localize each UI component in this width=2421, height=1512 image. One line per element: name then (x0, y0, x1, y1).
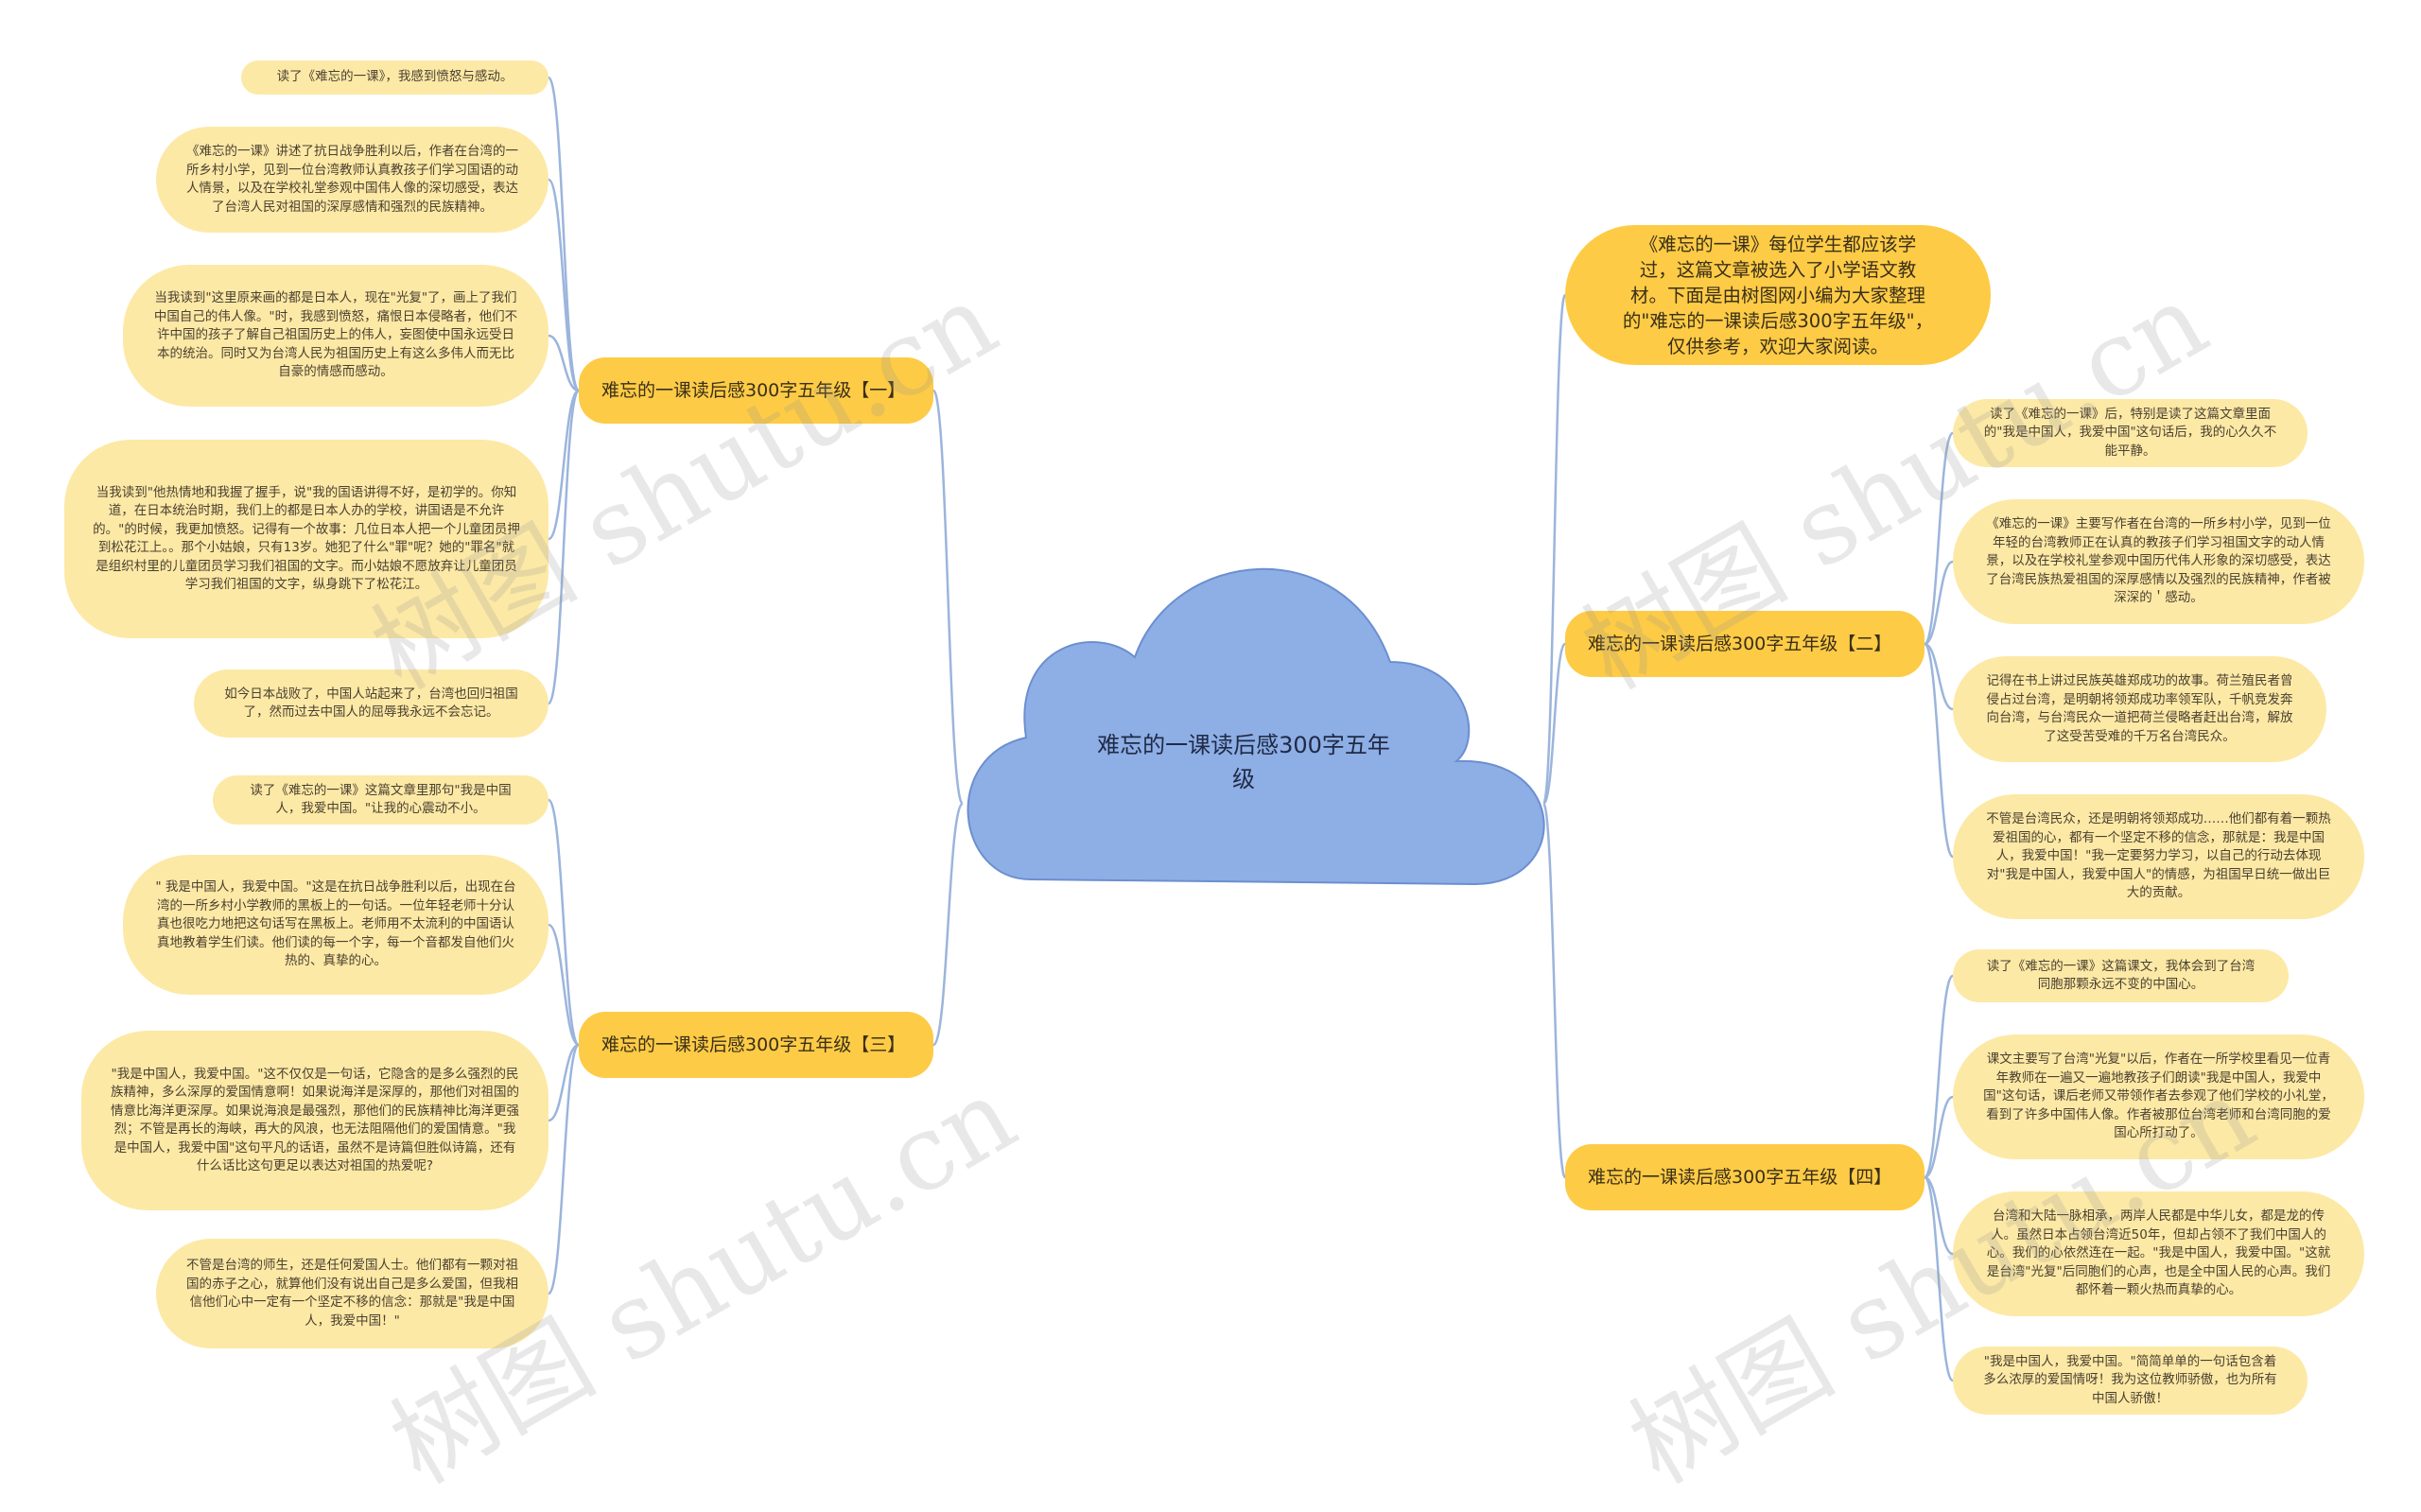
connector-lines (547, 76, 1955, 1382)
center-topic[interactable]: 难忘的一课读后感300字五年级 (1097, 732, 1390, 792)
link-b3-leaf-2 (548, 923, 580, 1047)
link-b1-leaf-3 (548, 334, 580, 392)
branch-node-2[interactable]: 难忘的一课读后感300字五年级【二】 (1565, 611, 1925, 677)
intro-node[interactable]: 《难忘的一课》每位学生都应该学过，这篇文章被选入了小学语文教材。下面是由树图网小… (1565, 225, 1991, 365)
link-b4-leaf-4 (1923, 1175, 1955, 1382)
link-branch-node-4 (1541, 802, 1567, 1179)
b1-leaf-4[interactable]: 当我读到"他热情地和我握了握手，说"我的国语讲得不好，是初学的。你知道，在日本统… (64, 440, 549, 638)
b4-leaf-1[interactable]: 读了《难忘的一课》这篇课文，我体会到了台湾同胞那颗永远不变的中国心。 (1953, 949, 2289, 1002)
b4-leaf-3[interactable]: 台湾和大陆一脉相承，两岸人民都是中华儿女，都是龙的传人。虽然日本占领台湾近50年… (1953, 1191, 2364, 1316)
link-b1-leaf-4 (548, 389, 580, 541)
link-b4-leaf-3 (1924, 1175, 1954, 1256)
b1-leaf-1[interactable]: 读了《难忘的一课》，我感到愤怒与感动。 (241, 61, 549, 95)
link-b3-leaf-1 (547, 798, 581, 1047)
b3-leaf-3[interactable]: "我是中国人，我爱中国。"这不仅仅是一句话，它隐含的是多么强烈的民族精神，多么深… (81, 1031, 549, 1210)
link-b2-leaf-1 (1923, 431, 1955, 646)
b3-leaf-2[interactable]: " 我是中国人，我爱中国。"这是在抗日战争胜利以后，出现在台湾的一所乡村小学教师… (123, 855, 549, 995)
b2-leaf-2[interactable]: 《难忘的一课》主要写作者在台湾的一所乡村小学，见到一位年轻的台湾教师正在认真的教… (1953, 499, 2364, 624)
branch-node-3[interactable]: 难忘的一课读后感300字五年级【三】 (579, 1012, 933, 1078)
b3-leaf-4[interactable]: 不管是台湾的师生，还是任何爱国人士。他们都有一颗对祖国的赤子之心，就算他们没有说… (156, 1239, 549, 1348)
b4-leaf-4[interactable]: "我是中国人，我爱中国。"简简单单的一句话包含着多么浓厚的爱国情呀！我为这位教师… (1953, 1347, 2308, 1415)
b1-leaf-5[interactable]: 如今日本战败了，中国人站起来了，台湾也回归祖国了，然而过去中国人的屈辱我永远不会… (194, 669, 549, 738)
b2-leaf-1[interactable]: 读了《难忘的一课》后，特别是读了这篇文章里面的"我是中国人，我爱中国"这句话后，… (1953, 399, 2308, 467)
link-b4-leaf-1 (1923, 974, 1955, 1179)
branch-node-1[interactable]: 难忘的一课读后感300字五年级【一】 (579, 357, 933, 424)
link-b2-leaf-4 (1923, 642, 1955, 859)
b3-leaf-1[interactable]: 读了《难忘的一课》这篇文章里那句"我是中国人，我爱中国。"让我的心震动不小。 (213, 775, 549, 825)
branch-node-4[interactable]: 难忘的一课读后感300字五年级【四】 (1565, 1144, 1925, 1210)
center-cloud-shape (967, 567, 1545, 886)
link-b1-leaf-1 (547, 76, 581, 392)
link-b2-leaf-2 (1924, 560, 1954, 646)
b2-leaf-3[interactable]: 记得在书上讲过民族英雄郑成功的故事。荷兰殖民者曾侵占过台湾，是明朝将领郑成功率领… (1953, 656, 2326, 762)
b2-leaf-4[interactable]: 不管是台湾民众，还是明朝将领郑成功……他们都有着一颗热爱祖国的心，都有一个坚定不… (1953, 794, 2364, 919)
link-b3-leaf-3 (548, 1043, 580, 1122)
b1-leaf-3[interactable]: 当我读到"这里原来画的都是日本人，现在"光复"了，画上了我们中国自己的伟人像。"… (123, 265, 549, 407)
link-branch-node-1 (932, 389, 965, 806)
link-b1-leaf-5 (547, 389, 581, 705)
mindmap-canvas (547, 76, 1955, 1382)
link-b3-leaf-4 (547, 1043, 581, 1295)
link-b1-leaf-2 (547, 178, 581, 392)
b4-leaf-2[interactable]: 课文主要写了台湾"光复"以后，作者在一所学校里看见一位青年教师在一遍又一遍地教孩… (1953, 1034, 2364, 1159)
link-branch-node-2 (1541, 642, 1567, 806)
b1-leaf-2[interactable]: 《难忘的一课》讲述了抗日战争胜利以后，作者在台湾的一所乡村小学，见到一位台湾教师… (156, 127, 549, 233)
link-branch-node-3 (932, 802, 965, 1047)
link-b2-leaf-3 (1924, 642, 1954, 711)
link-b4-leaf-2 (1924, 1095, 1954, 1179)
link-intro-node (1541, 293, 1567, 806)
